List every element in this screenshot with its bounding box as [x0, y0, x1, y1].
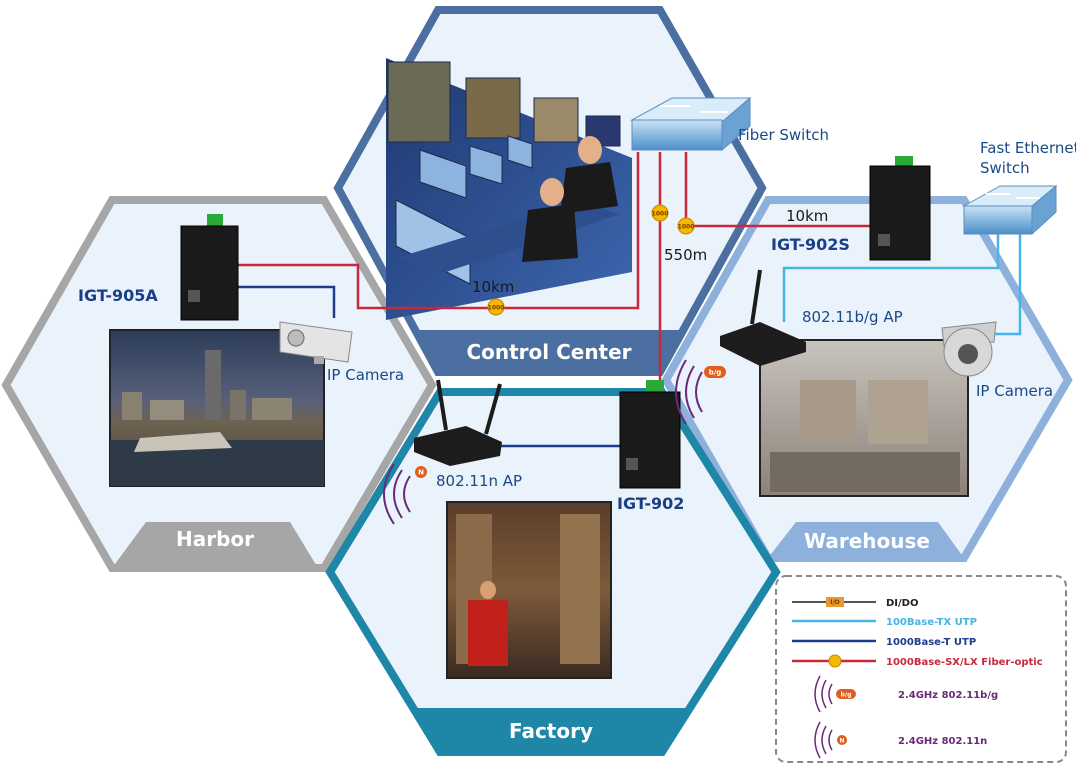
wifi-bg-signal-icon: b/g: [675, 359, 726, 425]
svg-text:N: N: [418, 469, 424, 477]
legend-wifi-bg-label: 2.4GHz 802.11b/g: [898, 690, 998, 701]
legend-wifi-n-label: 2.4GHz 802.11n: [898, 736, 987, 747]
igt-902-device-icon: [619, 380, 681, 489]
warehouse-dome-camera-icon: [941, 321, 997, 377]
utp100-links: [782, 234, 1022, 336]
svg-text:b/g: b/g: [709, 369, 722, 377]
legend: I/O DI/DO 100Base-TX UTP 1000Base-T UTP …: [775, 575, 1067, 763]
ap-bg-router-icon: [720, 269, 806, 366]
igt-905a-device-icon: [180, 214, 239, 321]
fiber-switch-icon: [630, 96, 752, 152]
fast-ethernet-switch-icon: [962, 184, 1058, 236]
svg-text:I/O: I/O: [830, 599, 840, 606]
svg-text:N: N: [839, 738, 844, 745]
harbor-title: Harbor: [176, 527, 254, 551]
ap-bg-label: 802.11b/g AP: [802, 308, 903, 326]
factory-photo: [446, 501, 612, 679]
distance-label-harbor: 10km: [472, 278, 514, 296]
fast-ethernet-switch-label-1: Fast Ethernet: [980, 139, 1076, 157]
distance-label-factory: 550m: [664, 246, 707, 264]
legend-wifi-bg-icon: b/g: [814, 675, 856, 713]
harbor-photo: [109, 329, 325, 487]
legend-tx100-label: 100Base-TX UTP: [886, 617, 977, 628]
svg-text:1000: 1000: [488, 305, 505, 312]
igt-902s-label: IGT-902S: [771, 235, 850, 254]
warehouse-title: Warehouse: [804, 529, 930, 553]
svg-text:1000: 1000: [652, 211, 669, 218]
svg-text:1000: 1000: [678, 224, 695, 231]
fiber-badge-1: 1000: [487, 298, 505, 316]
igt-902-label: IGT-902: [617, 494, 684, 513]
ap-n-label: 802.11n AP: [436, 472, 522, 490]
utp1000-links: [238, 285, 620, 448]
harbor-ip-camera-icon: [279, 321, 353, 364]
ap-n-router-icon: [414, 379, 502, 466]
fiber-badge-3: 1000: [677, 217, 695, 235]
distance-label-warehouse: 10km: [786, 207, 828, 225]
harbor-ip-camera-label: IP Camera: [327, 366, 404, 384]
legend-fiber-label: 1000Base-SX/LX Fiber-optic: [886, 657, 1043, 668]
fiber-badge-2: 1000: [651, 204, 669, 222]
fiber-switch-label: Fiber Switch: [738, 126, 829, 144]
igt-905a-label: IGT-905A: [78, 286, 158, 305]
warehouse-ip-camera-label: IP Camera: [976, 382, 1053, 400]
legend-wifi-n-icon: N: [814, 721, 847, 759]
warehouse-photo: [759, 339, 969, 497]
control-center-title: Control Center: [466, 340, 631, 364]
legend-dido-label: DI/DO: [886, 598, 918, 609]
legend-dido-swatch: I/O: [792, 597, 876, 607]
control-room-image: [386, 58, 632, 320]
fast-ethernet-switch-label-2: Switch: [980, 159, 1030, 177]
legend-fiber-swatch: [792, 654, 876, 668]
igt-902s-device-icon: [869, 156, 931, 261]
legend-t1000-label: 1000Base-T UTP: [886, 637, 976, 648]
wifi-n-signal-icon: N: [383, 463, 427, 525]
svg-text:b/g: b/g: [841, 692, 852, 699]
factory-title: Factory: [509, 719, 593, 743]
